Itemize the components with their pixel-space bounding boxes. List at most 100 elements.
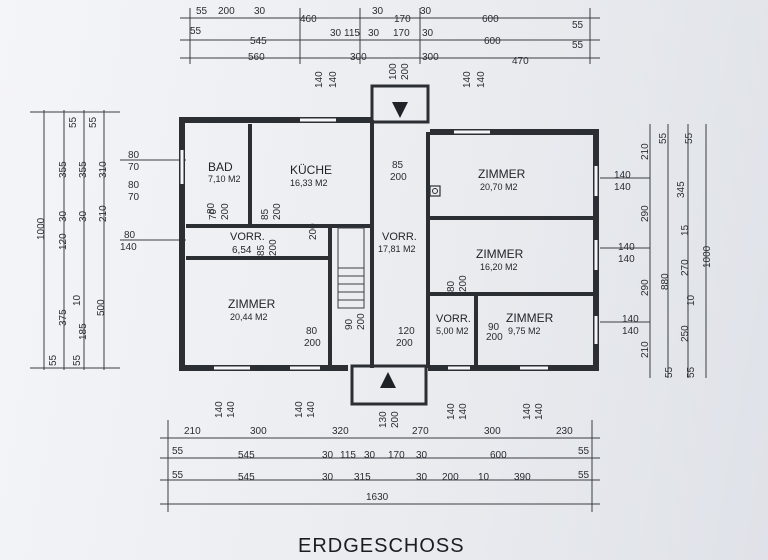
dim-label: 200 [356, 313, 367, 330]
dim-label: 80 [128, 150, 140, 161]
dim-label: 545 [238, 472, 255, 483]
chimney-icon [429, 185, 441, 197]
dim-label: 200 [220, 203, 231, 220]
dim-label: 55 [684, 132, 695, 144]
dim-label: 55 [88, 116, 99, 128]
dim-label: 140 [614, 182, 631, 193]
dim-label: 130 [378, 411, 389, 428]
dim-label: 300 [484, 426, 501, 437]
top-dimension-row-2: 55 545 30 115 30 170 30 600 55 [190, 26, 584, 51]
dim-label: 140 [306, 401, 317, 418]
dim-label: 120 [398, 326, 415, 337]
dim-label: 545 [238, 450, 255, 461]
dim-label: 30 [364, 450, 376, 461]
dim-label: 55 [686, 366, 697, 378]
room-name: KÜCHE [290, 163, 332, 177]
bottom-opening-labels: 140 140 140 140 130 200 140 140 140 140 [214, 401, 545, 428]
entrance-arrow-icon [392, 102, 408, 118]
room-area: 20,44 M2 [230, 312, 268, 322]
dim-label: 290 [640, 279, 651, 296]
room-area: 9,75 M2 [508, 326, 541, 336]
bottom-dimension-row-3: 55 545 30 315 30 200 10 390 55 [172, 470, 590, 483]
dim-label: 140 [618, 254, 635, 265]
room-label-zimmer-2: ZIMMER 16,20 M2 [476, 247, 524, 272]
right-dimension-lines [600, 124, 707, 378]
room-name: VORR. [436, 313, 471, 325]
dim-label: 55 [196, 6, 208, 17]
dim-label: 55 [578, 470, 590, 481]
dim-label: 30 [254, 6, 266, 17]
dim-label: 90 [344, 318, 355, 330]
bottom-dimension-row-1: 210 300 320 270 300 230 [184, 426, 573, 437]
room-label-vorr-main: VORR. 17,81 M2 [378, 231, 417, 254]
dim-label: 140 [462, 71, 473, 88]
entrance-porch-top [370, 84, 430, 124]
dim-label: 200 [400, 63, 411, 80]
dim-label: 90 [488, 322, 500, 333]
dim-label: 140 [294, 401, 305, 418]
dim-label: 55 [658, 132, 669, 144]
dim-label: 300 [422, 52, 439, 63]
dim-label: 200 [390, 172, 407, 183]
dim-label: 250 [680, 325, 691, 342]
dim-label: 600 [490, 450, 507, 461]
dim-label: 85 [256, 244, 267, 256]
dim-label: 70 [128, 162, 140, 173]
chimney-flue-icon [432, 188, 438, 194]
dim-label: 10 [686, 294, 697, 306]
dim-label: 80 [206, 202, 217, 214]
dim-label: 80 [306, 326, 318, 337]
dim-label: 880 [660, 273, 671, 290]
dim-label: 200 [486, 332, 503, 343]
inner-opening-labels: 70 200 85 200 85 200 85 200 80 200 80 20… [206, 160, 503, 349]
dim-label: 140 [120, 242, 137, 253]
room-area: 6,54 [232, 245, 252, 256]
dim-label: 560 [248, 52, 265, 63]
top-dimension-row-1: 55 200 30 460 30 170 30 600 55 [196, 6, 584, 31]
dim-label: 200 [268, 239, 279, 256]
dim-label: 55 [172, 446, 184, 457]
bottom-dimension-row-2: 55 545 30 115 30 170 30 600 55 [172, 446, 590, 461]
dim-label: 200 [458, 275, 469, 292]
dim-label: 300 [350, 52, 367, 63]
top-opening-labels: 140 140 100 200 140 140 [314, 63, 487, 88]
entrance-arrow-icon [380, 372, 396, 388]
dim-label: 310 [98, 161, 109, 178]
dim-label: 140 [226, 401, 237, 418]
plan-title: ERDGESCHOSS [298, 535, 465, 557]
inner-walls [186, 120, 596, 368]
dim-label: 210 [184, 426, 201, 437]
dim-label: 1000 [36, 217, 47, 240]
room-label-bad: BAD 7,10 M2 [208, 160, 241, 184]
dim-label: 230 [556, 426, 573, 437]
dim-label: 140 [614, 170, 631, 181]
dim-label: 30 [368, 28, 380, 39]
dim-label: 460 [300, 14, 317, 25]
dim-label: 290 [640, 205, 651, 222]
dim-label: 80 [446, 280, 457, 292]
dim-label: 55 [578, 446, 590, 457]
dim-label: 140 [622, 326, 639, 337]
dim-label: 55 [72, 354, 83, 366]
dim-label: 85 [392, 160, 404, 171]
windows [180, 118, 598, 370]
dim-label: 600 [484, 36, 501, 47]
dim-label: 55 [68, 116, 79, 128]
dim-label: 200 [390, 411, 401, 428]
room-name: ZIMMER [476, 247, 524, 261]
dim-label: 55 [172, 470, 184, 481]
dim-label: 140 [328, 71, 339, 88]
room-label-vorr-small: VORR. 6,54 [230, 231, 265, 256]
dim-label: 345 [676, 181, 687, 198]
dim-label: 30 [330, 28, 342, 39]
dim-label: 115 [344, 28, 360, 39]
dim-label: 120 [58, 233, 69, 250]
right-dimension-labels: 210 345 290 270 290 880 250 210 1000 15 … [614, 132, 713, 378]
dim-label: 30 [416, 472, 428, 483]
room-name: BAD [208, 160, 233, 174]
room-label-zimmer-1: ZIMMER 20,70 M2 [478, 167, 526, 192]
dim-label: 200 [396, 338, 413, 349]
dim-label: 140 [314, 71, 325, 88]
